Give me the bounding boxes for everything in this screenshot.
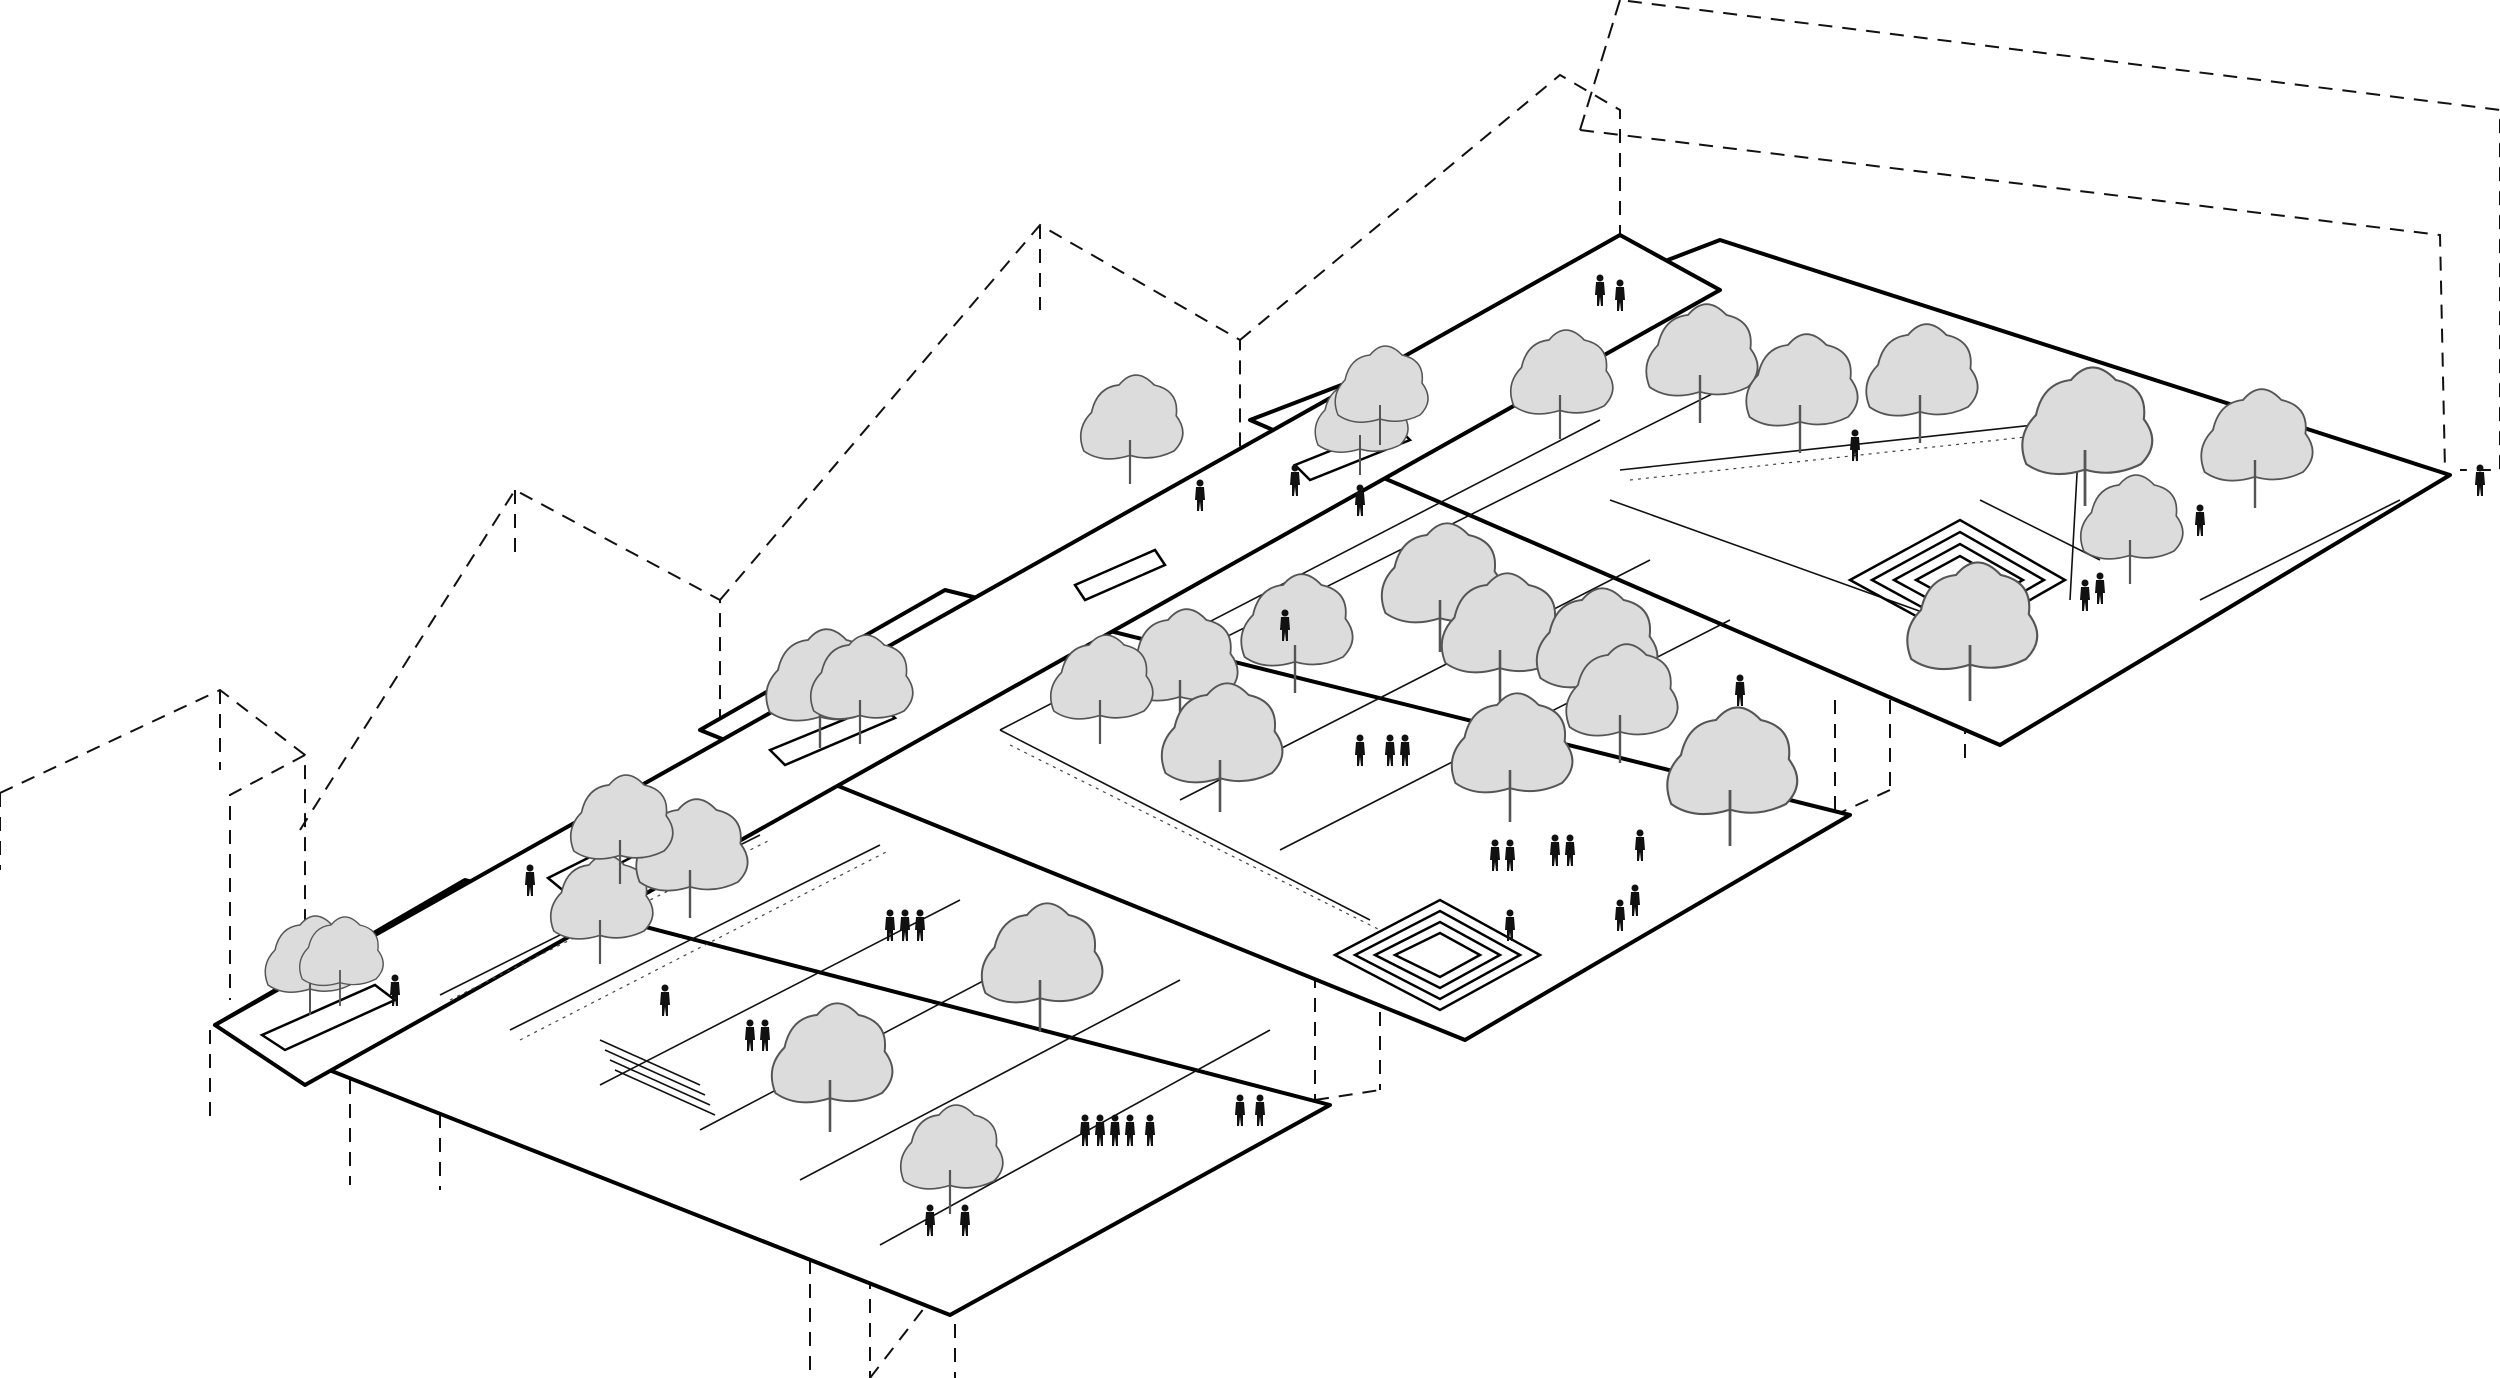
tree-icon xyxy=(1079,374,1184,485)
person-icon xyxy=(1490,839,1500,871)
tree-icon xyxy=(1450,692,1574,822)
tree-icon xyxy=(1240,573,1354,694)
person-icon xyxy=(960,1204,970,1236)
person-icon xyxy=(1630,884,1640,916)
tree-icon xyxy=(1334,345,1429,445)
person-icon xyxy=(1280,609,1290,641)
person-icon xyxy=(2195,504,2205,536)
person-icon xyxy=(915,909,925,941)
planter-icon xyxy=(259,983,398,1052)
tree-icon xyxy=(1906,561,2039,701)
tree-icon xyxy=(809,634,914,745)
tree-icon xyxy=(1440,572,1564,702)
trees xyxy=(264,303,2314,1215)
person-icon xyxy=(760,1019,770,1051)
terrace-steps xyxy=(599,1039,716,1116)
tree-icon xyxy=(569,774,674,885)
person-icon xyxy=(2080,579,2090,611)
person-icon xyxy=(1195,479,1205,511)
person-icon xyxy=(2475,464,2485,496)
tree-icon xyxy=(1049,634,1154,745)
person-icon xyxy=(1385,734,1395,766)
person-icon xyxy=(1550,834,1560,866)
person-icon xyxy=(1400,734,1410,766)
person-icon xyxy=(900,909,910,941)
person-icon xyxy=(1595,274,1605,306)
building-outline-2 xyxy=(299,488,721,831)
tree-icon xyxy=(980,902,1104,1032)
tree-icon xyxy=(1565,643,1679,764)
spiral-stair-icon xyxy=(1332,898,1543,1012)
person-icon xyxy=(1850,429,1860,461)
tree-icon xyxy=(2079,474,2184,585)
tree-icon xyxy=(1160,682,1284,812)
person-icon xyxy=(1235,1094,1245,1126)
people xyxy=(390,274,2485,1236)
tree-icon xyxy=(1509,329,1614,440)
person-icon xyxy=(1095,1114,1105,1146)
person-icon xyxy=(1355,484,1365,516)
person-icon xyxy=(1110,1114,1120,1146)
person-icon xyxy=(1615,279,1625,311)
person-icon xyxy=(1255,1094,1265,1126)
person-icon xyxy=(1290,464,1300,496)
person-icon xyxy=(1635,829,1645,861)
person-icon xyxy=(925,1204,935,1236)
person-icon xyxy=(745,1019,755,1051)
person-icon xyxy=(1355,734,1365,766)
person-icon xyxy=(1125,1114,1135,1146)
person-icon xyxy=(2095,572,2105,604)
person-icon xyxy=(660,984,670,1016)
slab-east xyxy=(1248,238,2452,747)
tree-icon xyxy=(770,1002,894,1132)
tree-icon xyxy=(299,916,384,1007)
tree-icon xyxy=(1645,303,1759,424)
tree-icon xyxy=(1125,608,1239,729)
planter-icon xyxy=(1073,548,1167,602)
vertical-dashed-drops xyxy=(209,700,1966,1378)
slab-west xyxy=(213,878,1332,1317)
person-icon xyxy=(1505,909,1515,941)
person-icon xyxy=(1080,1114,1090,1146)
person-icon xyxy=(525,864,535,896)
tree-icon xyxy=(2021,366,2154,506)
tree-icon xyxy=(899,1104,1004,1215)
tree-icon xyxy=(2200,388,2314,509)
person-icon xyxy=(1505,839,1515,871)
tree-icon xyxy=(1745,333,1859,454)
person-icon xyxy=(1735,674,1745,706)
building-outline-1 xyxy=(0,688,306,1000)
person-icon xyxy=(390,974,400,1006)
person-icon xyxy=(885,909,895,941)
building-outline-5 xyxy=(1579,0,2500,471)
person-icon xyxy=(1565,834,1575,866)
tree-icon xyxy=(1666,706,1799,846)
building-outline-3 xyxy=(719,223,1241,601)
person-icon xyxy=(1145,1114,1155,1146)
person-icon xyxy=(1615,899,1625,931)
tree-icon xyxy=(1865,323,1979,444)
